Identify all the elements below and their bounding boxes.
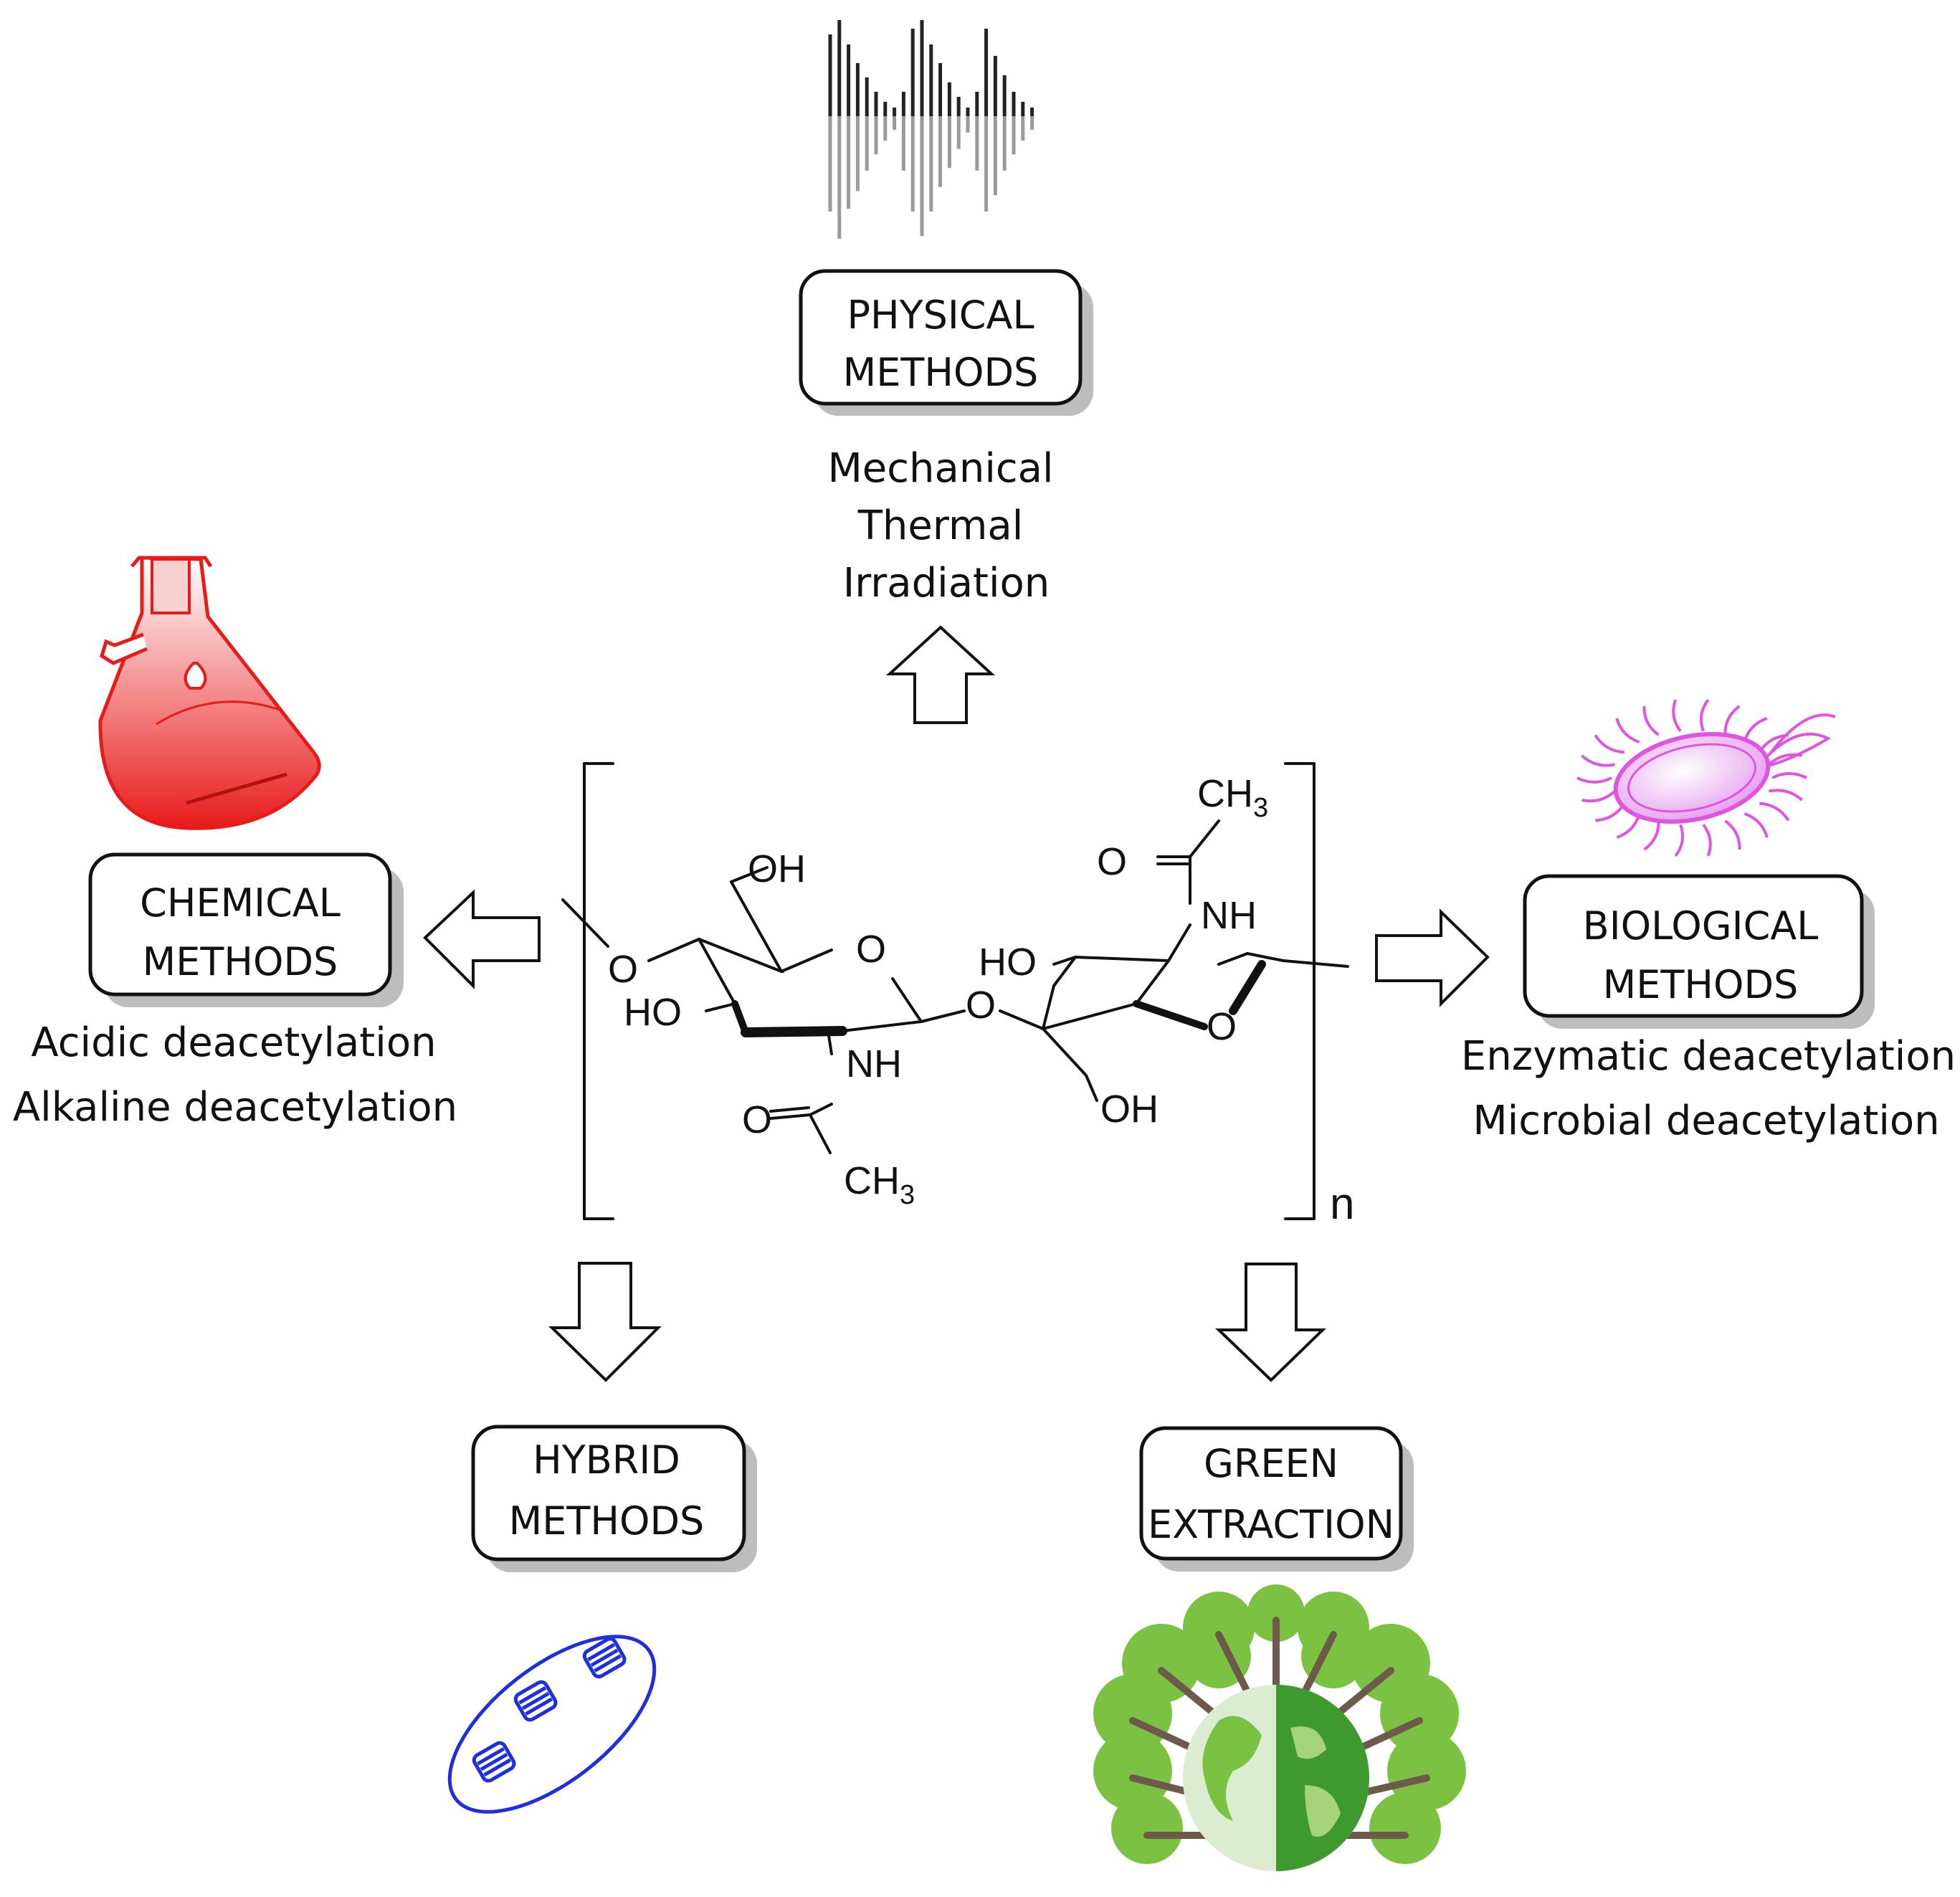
label-ho-right: HO — [979, 941, 1037, 984]
cell-organelle-icon — [447, 1635, 657, 1814]
chitin-labels: OH O O HO NH O CH3 O HO O OH NH O CH3 n — [608, 772, 1354, 1229]
flagellum — [1702, 824, 1712, 857]
arrow-right-icon — [1375, 908, 1490, 1007]
green-extraction-box: GREEN EXTRACTION — [1139, 1426, 1414, 1572]
sound-wave-icon — [828, 20, 1034, 239]
label-nh-right: NH — [1201, 894, 1257, 937]
label-o-glyco-left: O — [608, 948, 638, 991]
label-n-repeat: n — [1330, 1179, 1354, 1229]
physical-item-mechanical: Mechanical — [827, 445, 1053, 492]
label-nh-left: NH — [846, 1042, 902, 1085]
flagellum — [1699, 698, 1710, 732]
biological-methods-box: BIOLOGICAL METHODS — [1523, 874, 1875, 1029]
hybrid-methods-box: HYBRID METHODS — [471, 1425, 757, 1572]
label-o-bridge: O — [966, 984, 996, 1027]
biological-item-enzymatic: Enzymatic deacetylation — [1461, 1033, 1956, 1080]
flagellum — [1743, 812, 1769, 838]
chemical-item-alkaline: Alkaline deacetylation — [13, 1084, 457, 1131]
label-ch3-right: CH3 — [1197, 772, 1268, 823]
flagellum — [1768, 753, 1802, 766]
arrow-down-left-icon — [548, 1262, 662, 1382]
flagellum — [1672, 699, 1682, 732]
flagellum — [1759, 802, 1790, 822]
chemical-title-line1: CHEMICAL — [140, 880, 341, 926]
flagellum — [1642, 705, 1660, 736]
green-title-line1: GREEN — [1204, 1441, 1338, 1486]
label-o-carbonyl-right: O — [1097, 840, 1127, 883]
label-oh-top: OH — [748, 847, 806, 890]
physical-item-irradiation: Irradiation — [843, 560, 1050, 607]
label-o-carbonyl-left: O — [742, 1098, 772, 1141]
flagellum — [1771, 772, 1807, 779]
label-ch3-left: CH3 — [844, 1159, 915, 1210]
arrow-up-icon — [885, 625, 996, 724]
chitin-structure — [561, 762, 1349, 1220]
arrow-left-icon — [423, 889, 541, 989]
flagellum — [1769, 789, 1803, 802]
bacterium-icon — [1576, 698, 1836, 857]
flagellum — [1643, 820, 1660, 851]
flagellum — [1615, 718, 1640, 744]
biological-title-line2: METHODS — [1603, 962, 1799, 1007]
flagellum — [1581, 754, 1615, 767]
flagellum — [1724, 819, 1741, 850]
tree-globe-icon — [1093, 1584, 1466, 1871]
biological-item-microbial: Microbial deacetylation — [1473, 1098, 1939, 1144]
hybrid-title-line1: HYBRID — [533, 1437, 680, 1483]
physical-title-line1: PHYSICAL — [847, 293, 1034, 338]
hybrid-title-line2: METHODS — [509, 1498, 705, 1544]
physical-item-thermal: Thermal — [857, 503, 1024, 549]
physical-title-line2: METHODS — [843, 350, 1039, 395]
flagellum — [1594, 734, 1624, 754]
physical-methods-box: PHYSICAL METHODS — [799, 269, 1093, 416]
flagellum-tail — [1763, 713, 1836, 769]
flagellum — [1674, 824, 1685, 857]
erlenmeyer-flask-icon — [98, 556, 321, 830]
flagellum — [1723, 705, 1741, 736]
arrow-down-right-icon — [1215, 1263, 1326, 1382]
flagellum — [1576, 776, 1612, 784]
label-o-ring-right: O — [1207, 1005, 1237, 1048]
label-oh-bottom: OH — [1100, 1088, 1159, 1131]
chemical-methods-box: CHEMICAL METHODS — [88, 852, 404, 1007]
chemical-title-line2: METHODS — [143, 939, 338, 984]
green-title-line2: EXTRACTION — [1148, 1502, 1394, 1547]
label-ho-left: HO — [624, 991, 682, 1034]
biological-title-line1: BIOLOGICAL — [1583, 903, 1819, 949]
chemical-item-acidic: Acidic deacetylation — [31, 1019, 436, 1066]
label-o-ring-left: O — [856, 928, 886, 971]
flagellum — [1581, 790, 1616, 803]
